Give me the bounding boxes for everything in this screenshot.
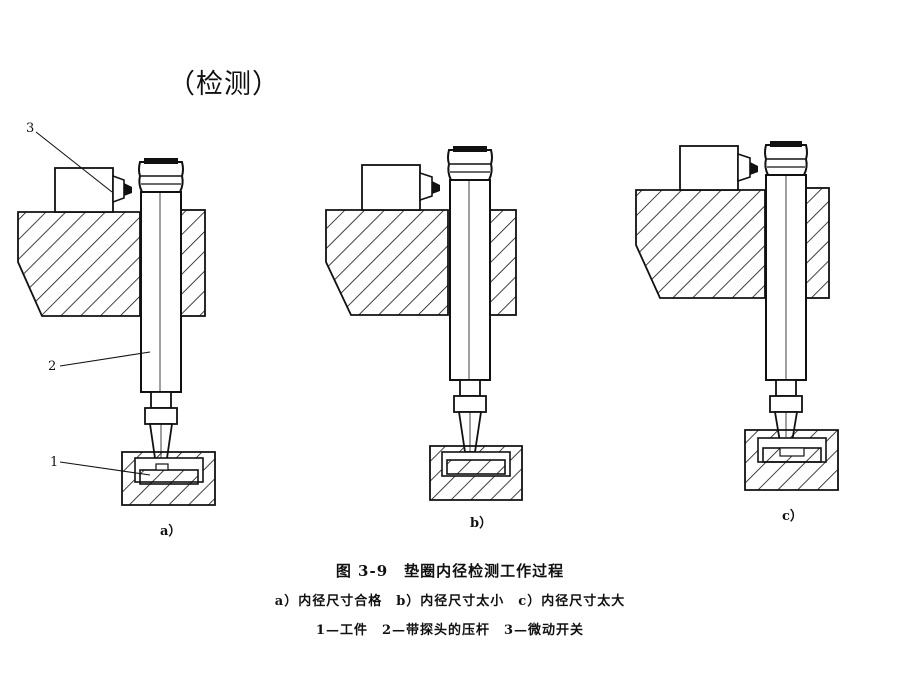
panel-a — [17, 158, 216, 506]
plunger-head-a — [138, 161, 184, 193]
panel-b — [325, 146, 523, 501]
micro-switch-a — [54, 167, 114, 213]
panel-label-b: b） — [470, 515, 492, 531]
callouts: 3 2 1 — [26, 121, 151, 476]
plunger-rod-a — [140, 191, 182, 393]
fixture-block-a — [17, 211, 141, 317]
panel-label-a: a） — [160, 523, 181, 539]
gasket-a — [139, 469, 199, 485]
plunger-head-c — [764, 144, 808, 176]
figure-title: 图 3-9 垫圈内径检测工作过程 — [335, 562, 565, 580]
figure-legend: 1—工件 2—带探头的压杆 3—微动开关 — [315, 623, 585, 638]
plunger-rod-b — [449, 179, 491, 381]
panel-c — [635, 141, 839, 491]
fixture-block-c — [635, 189, 766, 299]
slide-heading: （检测） — [168, 69, 280, 100]
fixture-block-b — [325, 209, 449, 316]
plunger-head-b — [447, 149, 493, 181]
micro-switch-b — [361, 164, 421, 211]
panel-label-c: c） — [782, 508, 803, 524]
micro-switch-c — [679, 145, 739, 191]
gasket-b — [446, 459, 506, 475]
callout-1: 1 — [50, 455, 58, 470]
figure-subcaption: a）内径尺寸合格 b）内径尺寸太小 c）内径尺寸太大 — [274, 594, 626, 609]
callout-2: 2 — [48, 359, 56, 374]
callout-3: 3 — [26, 121, 34, 136]
